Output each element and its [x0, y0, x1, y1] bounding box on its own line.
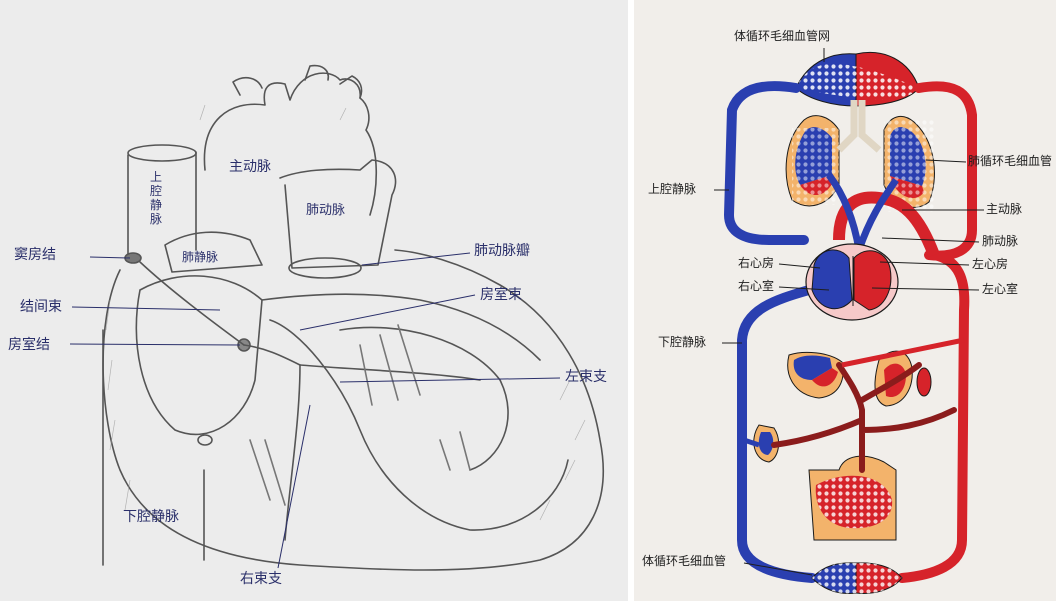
- label-left-atrium: 左心房: [972, 258, 1008, 270]
- label-superior-vena-cava-r: 上腔静脉: [648, 183, 696, 195]
- svc-opening: [128, 145, 196, 161]
- circulation-diagram: 体循环毛细血管网 肺循环毛细血管 上腔静脉 主动脉 肺动脉 右心房 左心房 右心…: [634, 0, 1056, 601]
- heart-conduction-sketch: 窦房结 结间束 房室结 上腔静脉 主动脉 肺动脉 肺动脉瓣 肺静脉 房室束 左束…: [0, 0, 628, 601]
- left-ventricle-wall: [340, 327, 508, 470]
- right-atrium-outline: [136, 276, 262, 435]
- label-pulmonary-artery-r: 肺动脉: [982, 235, 1018, 247]
- label-right-atrium: 右心房: [738, 257, 774, 269]
- shading: [106, 105, 585, 520]
- aorta-outline: [204, 73, 376, 215]
- label-inferior-vena-cava: 下腔静脉: [123, 510, 179, 524]
- ventricle-inner: [270, 320, 568, 530]
- bundle-of-his: [244, 345, 300, 365]
- septum: [262, 294, 540, 360]
- inferior-vena-cava-outline: [103, 330, 204, 565]
- internodal-bundle-path: [140, 262, 244, 345]
- label-pulmonary-trunk: 肺动脉: [306, 204, 345, 217]
- label-systemic-capillaries-top: 体循环毛细血管网: [734, 30, 830, 42]
- label-right-bundle-branch: 右束支: [240, 572, 282, 586]
- label-sinoatrial-node: 窦房结: [14, 248, 56, 262]
- label-superior-vena-cava: 上腔静脉: [150, 170, 164, 226]
- papillary-hatch: [250, 325, 470, 505]
- coronary-sinus: [198, 435, 212, 445]
- heart-sketch-drawing: [0, 0, 628, 601]
- label-left-ventricle: 左心室: [982, 283, 1018, 295]
- leader-right-bundle: [278, 405, 310, 568]
- leader-sinoatrial-node: [90, 257, 130, 258]
- label-inferior-vena-cava-r: 下腔静脉: [658, 336, 706, 348]
- spleen: [917, 368, 931, 396]
- label-pulmonary-vein: 肺静脉: [182, 251, 218, 263]
- label-internodal-bundle: 结间束: [20, 300, 62, 314]
- right-heart-chambers: [812, 250, 852, 309]
- trachea: [839, 100, 879, 150]
- label-pulmonary-capillaries: 肺循环毛细血管: [968, 155, 1052, 167]
- label-pulmonary-valve: 肺动脉瓣: [474, 244, 530, 258]
- leader-internodal: [72, 307, 220, 310]
- label-systemic-capillaries-bottom: 体循环毛细血管: [642, 555, 726, 567]
- right-bundle-path: [285, 365, 300, 540]
- leader-left-bundle: [340, 378, 560, 382]
- label-left-bundle-branch: 左束支: [565, 370, 607, 384]
- leader-av-node: [70, 344, 240, 345]
- label-av-bundle: 房室束: [480, 288, 522, 302]
- aorta-branch-1: [233, 78, 262, 95]
- circulation-drawing: [634, 0, 1056, 601]
- leader-av-bundle: [300, 295, 475, 330]
- label-aorta: 主动脉: [229, 160, 271, 174]
- label-right-ventricle: 右心室: [738, 280, 774, 292]
- label-av-node: 房室结: [8, 338, 50, 352]
- label-aorta-r: 主动脉: [986, 203, 1022, 215]
